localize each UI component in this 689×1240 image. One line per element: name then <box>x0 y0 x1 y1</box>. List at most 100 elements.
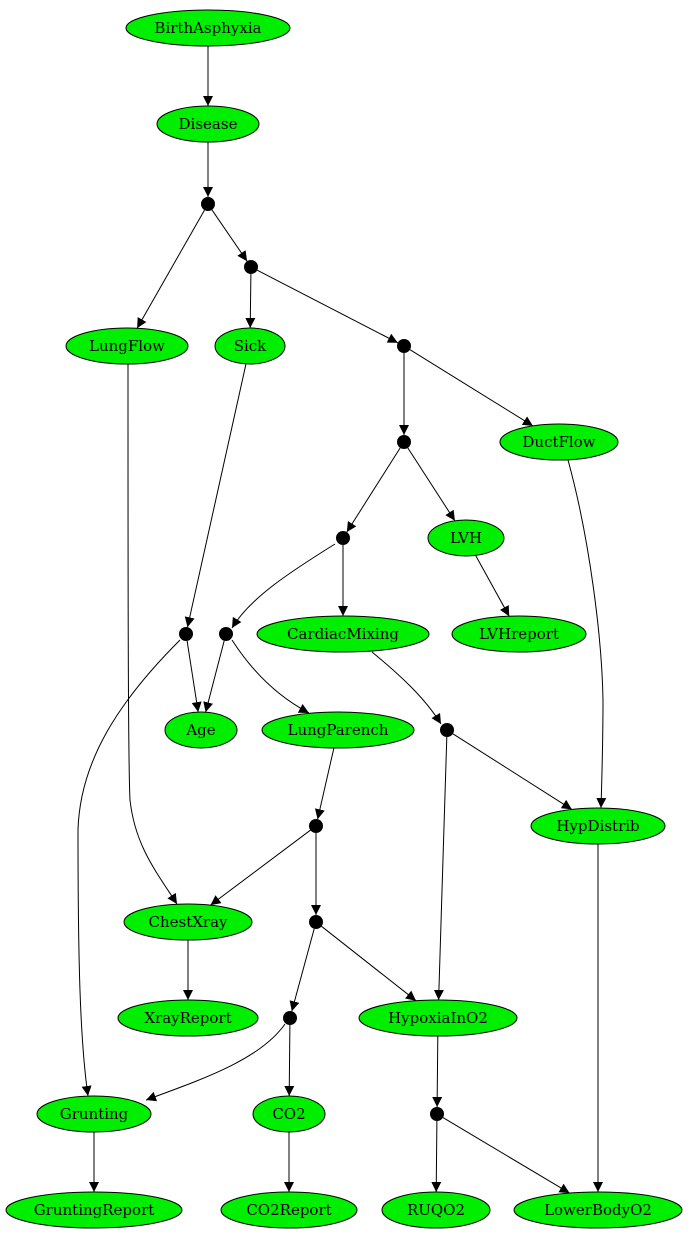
node-cardiacmixing[interactable]: CardiacMixing <box>256 615 430 653</box>
node-hypdistrib[interactable]: HypDistrib <box>530 807 666 845</box>
node-label: LVH <box>450 529 482 547</box>
node-label: CO2Report <box>246 1201 331 1219</box>
edge-j7-to-age <box>186 640 202 713</box>
junction-j4 <box>397 435 411 449</box>
junction-j3 <box>397 339 411 353</box>
node-lungflow[interactable]: LungFlow <box>65 327 189 365</box>
edge-sick-to-j7 <box>184 363 247 628</box>
node-gruntingreport[interactable]: GruntingReport <box>5 1191 183 1229</box>
node-label: Age <box>185 721 215 739</box>
node-shape <box>252 1095 326 1133</box>
node-shape <box>451 615 587 653</box>
node-label: RUQO2 <box>407 1201 465 1219</box>
node-shape <box>427 519 505 557</box>
node-shape <box>261 711 415 749</box>
edge-j1-to-j2 <box>211 209 248 262</box>
edge-lvh-to-lvhreport <box>475 555 510 617</box>
junction-j7 <box>179 627 193 641</box>
edge-j12-to-lowerbodyo2 <box>442 1117 570 1194</box>
edge-j8-to-hypoxiaino2 <box>433 736 448 1001</box>
junction-j2 <box>244 260 258 274</box>
node-co2[interactable]: CO2 <box>252 1095 326 1133</box>
edge-j11-to-grunting <box>145 1023 286 1102</box>
node-shape <box>117 999 259 1037</box>
edge-j3-to-ductflow <box>409 349 534 427</box>
junction-j6 <box>219 627 233 641</box>
edge-j1-to-lungflow <box>136 209 205 329</box>
node-shape <box>164 711 238 749</box>
node-lvh[interactable]: LVH <box>427 519 505 557</box>
node-label: LVHreport <box>479 625 559 643</box>
edge-j10-to-j11 <box>289 928 315 1012</box>
edge-j6-to-age <box>203 640 225 713</box>
node-label: HypDistrib <box>556 817 639 835</box>
edge-j8-to-hypdistrib <box>452 733 573 810</box>
node-lvhreport[interactable]: LVHreport <box>451 615 587 653</box>
node-label: LungParench <box>287 721 388 739</box>
edge-cardiacmixing-to-j8 <box>371 651 442 725</box>
node-co2report[interactable]: CO2Report <box>220 1191 358 1229</box>
node-shape <box>123 903 253 941</box>
node-shape <box>513 1191 683 1229</box>
edge-lungparench-to-j9 <box>314 747 335 820</box>
node-label: ChestXray <box>148 913 228 931</box>
edge-j4-to-lvh <box>407 447 456 522</box>
node-xrayreport[interactable]: XrayReport <box>117 999 259 1037</box>
junction-j9 <box>309 819 323 833</box>
node-disease[interactable]: Disease <box>156 105 260 143</box>
junction-j5 <box>336 531 350 545</box>
node-shape <box>214 327 286 365</box>
junction-j11 <box>283 1011 297 1025</box>
edge-j2-to-j3 <box>256 269 399 344</box>
node-shape <box>65 327 189 365</box>
edge-j5-to-j6 <box>231 543 336 629</box>
node-label: LungFlow <box>89 337 165 355</box>
junction-j12 <box>430 1107 444 1121</box>
node-shape <box>530 807 666 845</box>
node-label: Grunting <box>60 1105 129 1123</box>
node-shape <box>499 423 619 461</box>
edge-ductflow-to-hypdistrib <box>567 459 607 809</box>
node-label: DuctFlow <box>522 433 595 451</box>
node-label: Disease <box>179 115 238 133</box>
node-ductflow[interactable]: DuctFlow <box>499 423 619 461</box>
node-chestxray[interactable]: ChestXray <box>123 903 253 941</box>
node-label: Sick <box>234 337 267 355</box>
node-ruqo2[interactable]: RUQO2 <box>381 1191 491 1229</box>
edge-j4-to-j5 <box>346 447 401 533</box>
node-label: HypoxiaInO2 <box>388 1009 488 1027</box>
node-shape <box>36 1095 152 1133</box>
node-shape <box>220 1191 358 1229</box>
junction-j10 <box>309 915 323 929</box>
node-hypoxiaino2[interactable]: HypoxiaInO2 <box>358 999 518 1037</box>
node-lungparench[interactable]: LungParench <box>261 711 415 749</box>
edge-j11-to-co2 <box>284 1024 295 1097</box>
node-lowerbodyo2[interactable]: LowerBodyO2 <box>513 1191 683 1229</box>
junction-layer <box>179 197 454 1121</box>
node-birthasphyxia[interactable]: BirthAsphyxia <box>125 9 291 47</box>
node-grunting[interactable]: Grunting <box>36 1095 152 1133</box>
node-label: CO2 <box>272 1105 305 1123</box>
node-sick[interactable]: Sick <box>214 327 286 365</box>
node-shape <box>156 105 260 143</box>
node-age[interactable]: Age <box>164 711 238 749</box>
node-label: LowerBodyO2 <box>544 1201 652 1219</box>
edge-j12-to-ruqo2 <box>431 1120 442 1193</box>
junction-j1 <box>201 197 215 211</box>
node-label: CardiacMixing <box>287 625 399 643</box>
edge-j9-to-chestxray <box>210 829 311 906</box>
edge-j6-to-lungparench <box>231 639 310 714</box>
node-shape <box>5 1191 183 1229</box>
junction-j8 <box>440 723 454 737</box>
edge-j10-to-hypoxiaino2 <box>321 925 417 1002</box>
node-label: BirthAsphyxia <box>154 19 261 37</box>
edge-hypoxiaino2-to-j12 <box>432 1035 443 1108</box>
node-label: GruntingReport <box>34 1201 155 1219</box>
edge-lungflow-to-chestxray <box>127 363 178 905</box>
edge-layer <box>77 46 607 1194</box>
node-shape <box>381 1191 491 1229</box>
edge-j2-to-sick <box>245 273 256 329</box>
node-shape <box>358 999 518 1037</box>
